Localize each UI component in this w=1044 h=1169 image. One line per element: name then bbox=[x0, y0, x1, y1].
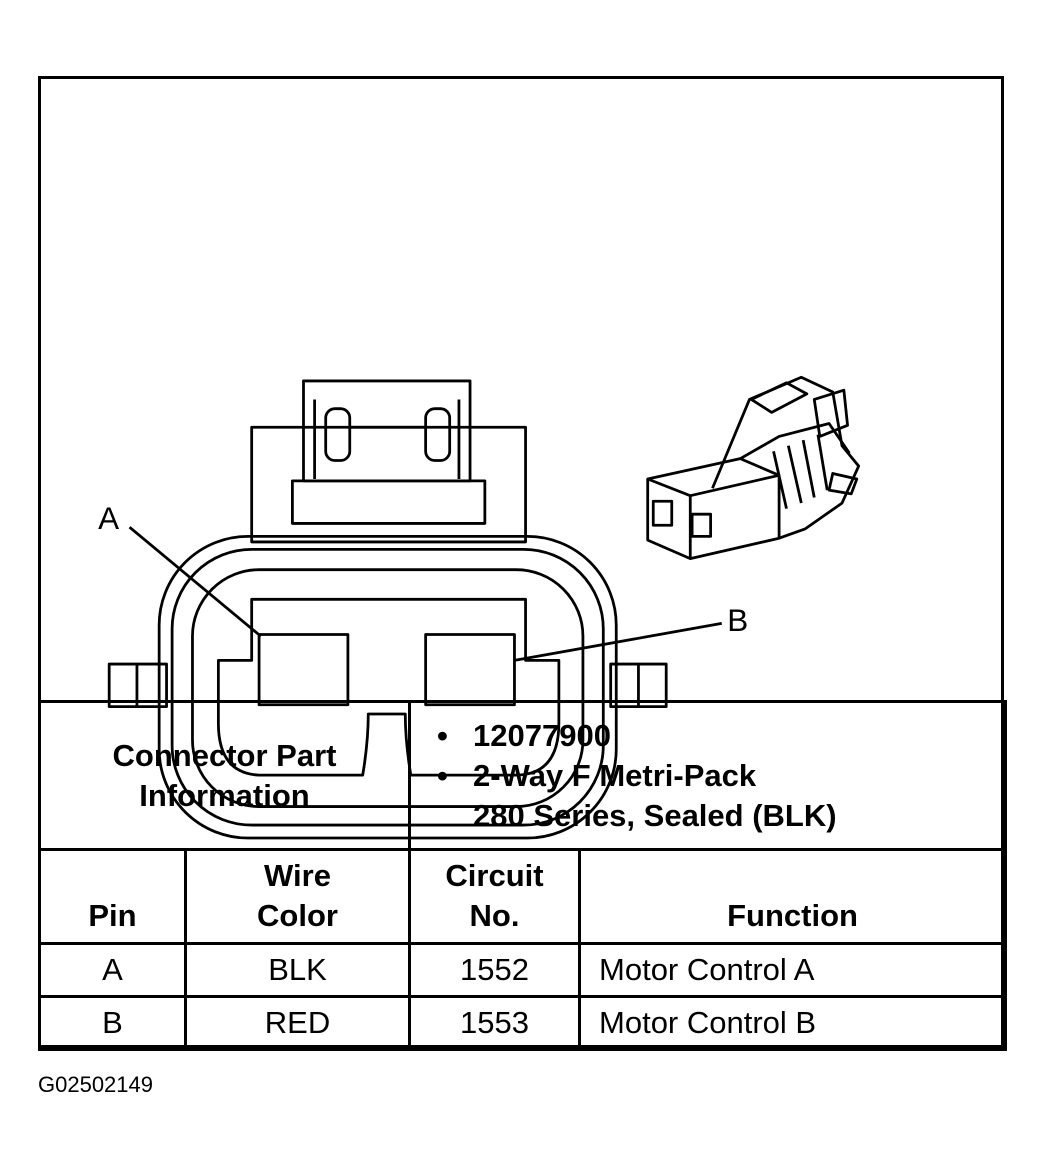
part-description-line2: 280 Series, Sealed (BLK) bbox=[473, 797, 837, 833]
col-circuit-label-2: No. bbox=[469, 898, 520, 933]
col-wire-label-2: Color bbox=[257, 898, 338, 933]
cell-pin: A bbox=[38, 942, 187, 998]
figure-id: G02502149 bbox=[38, 1072, 153, 1097]
part-number: 12077900 bbox=[437, 716, 1004, 756]
cell-function: Motor Control A bbox=[578, 942, 1008, 998]
col-circuit-label-1: Circuit bbox=[445, 858, 544, 893]
pin-a-leader bbox=[128, 526, 262, 638]
connector-info-table: Connector Part Information 12077900 2-Wa… bbox=[37, 700, 1008, 1051]
cell-wire-color: BLK bbox=[183, 942, 412, 998]
col-function-label: Function bbox=[727, 898, 858, 933]
table-row: B RED 1553 Motor Control B bbox=[38, 995, 1008, 1051]
cell-pin: B bbox=[38, 995, 187, 1051]
connector-latch bbox=[250, 379, 527, 544]
cell-circuit: 1553 bbox=[408, 995, 582, 1051]
col-header-circuit: Circuit No. bbox=[408, 848, 582, 945]
pin-b-leader bbox=[514, 621, 722, 662]
pin-b-label: B bbox=[727, 603, 748, 638]
cell-circuit: 1552 bbox=[408, 942, 582, 998]
part-header-line2: Information bbox=[139, 777, 310, 813]
col-pin-label: Pin bbox=[88, 898, 137, 933]
cell-function: Motor Control B bbox=[578, 995, 1008, 1051]
connector-part-info-header: Connector Part Information bbox=[37, 700, 412, 851]
connector-drawing: A B bbox=[98, 375, 861, 840]
part-header-line1: Connector Part bbox=[112, 737, 337, 773]
connector-part-list: 12077900 2-Way F Metri-Pack 280 Series, … bbox=[408, 700, 1008, 851]
col-header-wire-color: Wire Color bbox=[183, 848, 412, 945]
part-description: 2-Way F Metri-Pack 280 Series, Sealed (B… bbox=[437, 756, 1004, 836]
part-description-line1: 2-Way F Metri-Pack bbox=[473, 757, 757, 793]
col-header-pin: Pin bbox=[38, 848, 187, 945]
connector-iso-icon bbox=[646, 375, 861, 560]
pin-a-label: A bbox=[98, 501, 119, 536]
col-header-function: Function bbox=[578, 848, 1008, 945]
cell-wire-color: RED bbox=[183, 995, 412, 1051]
col-wire-label-1: Wire bbox=[264, 858, 331, 893]
pin-b-terminal bbox=[424, 633, 516, 707]
table-row: A BLK 1552 Motor Control A bbox=[38, 942, 1008, 998]
pin-a-terminal bbox=[257, 633, 350, 707]
